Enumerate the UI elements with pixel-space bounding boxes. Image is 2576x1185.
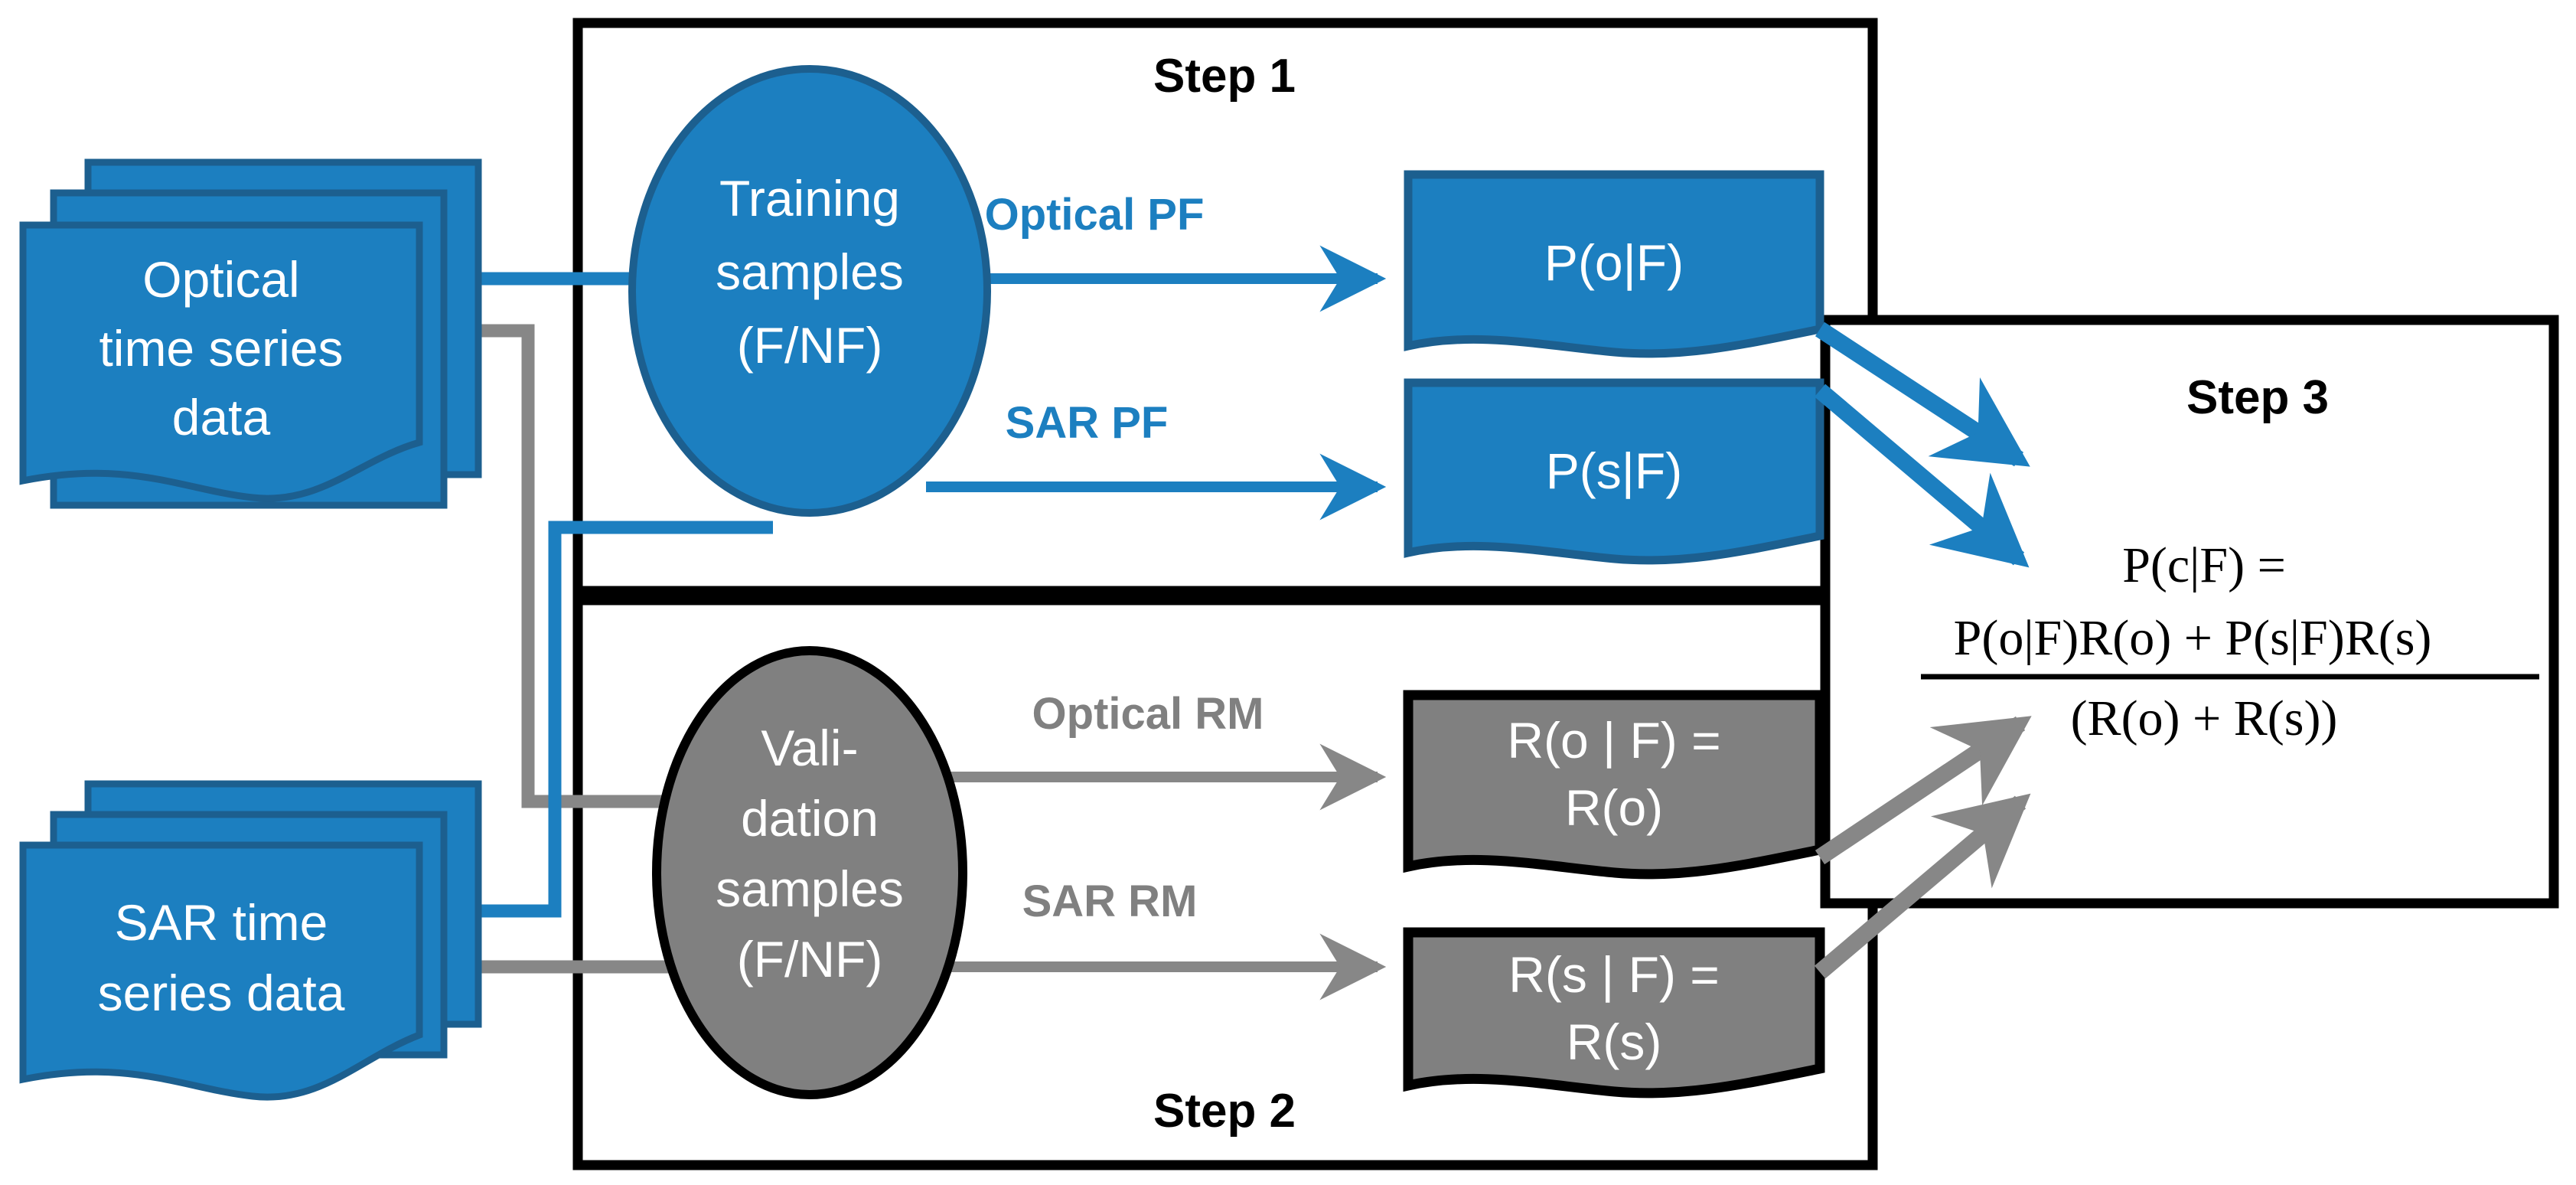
optical-source-line-3: data	[172, 389, 271, 446]
optical-source-line-2: time series	[99, 320, 343, 377]
edge-label-sar-pf: SAR PF	[1006, 398, 1169, 448]
arrow-r-o-f-to-step-3	[1815, 716, 2032, 865]
training-samples-line-3: (F/NF)	[737, 317, 883, 374]
step-2-label: Step 2	[1153, 1085, 1296, 1138]
validation-samples-line-1: Vali-	[761, 720, 858, 776]
validation-samples-line-4: (F/NF)	[737, 931, 883, 988]
r-o-f-label-line-1: R(o | F) =	[1507, 712, 1720, 769]
training-samples-ellipse	[628, 65, 991, 517]
formula-numerator: P(o|F)R(o) + P(s|F)R(s)	[1954, 610, 2432, 666]
output-p-o-f: P(o|F)	[1404, 170, 1824, 358]
optical-sheet-front	[19, 221, 423, 502]
arrow-p-s-f-to-step-3	[1814, 384, 2030, 568]
formula-denominator: (R(o) + R(s))	[2071, 690, 2338, 746]
optical-source-stack: Optical time series data	[19, 158, 482, 509]
sar-source-line-2: series data	[98, 965, 345, 1021]
output-r-o-f: R(o | F) = R(o)	[1403, 690, 1825, 880]
r-s-f-document-shape	[1403, 927, 1825, 1098]
arrow-p-o-f-to-step-3	[1815, 322, 2030, 467]
p-s-f-document-shape	[1404, 378, 1824, 565]
step-3-formula: P(c|F) = P(o|F)R(o) + P(s|F)R(s) (R(o) +…	[1921, 537, 2539, 746]
p-s-f-label: P(s|F)	[1546, 442, 1682, 499]
r-s-f-label-line-1: R(s | F) =	[1508, 946, 1720, 1003]
edge-label-optical-pf: Optical PF	[985, 190, 1205, 240]
optical-source-line-1: Optical	[142, 251, 299, 308]
edge-label-sar-rm: SAR RM	[1022, 877, 1198, 926]
validation-samples-line-3: samples	[716, 860, 904, 917]
sar-source-stack: SAR time series data	[19, 780, 482, 1101]
training-samples-line-1: Training	[719, 170, 900, 227]
step-1-label: Step 1	[1153, 50, 1296, 103]
arrow-r-s-f-to-step-3	[1814, 793, 2031, 979]
validation-samples-node: Vali- dation samples (F/NF)	[652, 646, 967, 1099]
step-3-label: Step 3	[2186, 371, 2329, 424]
validation-samples-ellipse	[652, 646, 967, 1099]
formula-lhs: P(c|F) =	[2122, 537, 2286, 593]
training-samples-node: Training samples (F/NF)	[628, 65, 991, 517]
r-o-f-label-line-2: R(o)	[1565, 779, 1663, 836]
edge-label-optical-rm: Optical RM	[1032, 689, 1264, 739]
connector-sar-to-training	[465, 521, 773, 918]
r-s-f-label-line-2: R(s)	[1567, 1014, 1662, 1070]
sar-source-line-1: SAR time	[115, 894, 328, 951]
p-o-f-label: P(o|F)	[1544, 234, 1684, 291]
training-samples-line-2: samples	[716, 243, 904, 300]
output-r-s-f: R(s | F) = R(s)	[1403, 927, 1825, 1098]
r-o-f-document-shape	[1403, 690, 1825, 880]
p-o-f-document-shape	[1404, 170, 1824, 358]
validation-samples-line-2: dation	[741, 790, 879, 847]
sar-sheet-front	[19, 841, 423, 1101]
output-p-s-f: P(s|F)	[1404, 378, 1824, 565]
connector-optical-to-validation	[465, 324, 773, 808]
